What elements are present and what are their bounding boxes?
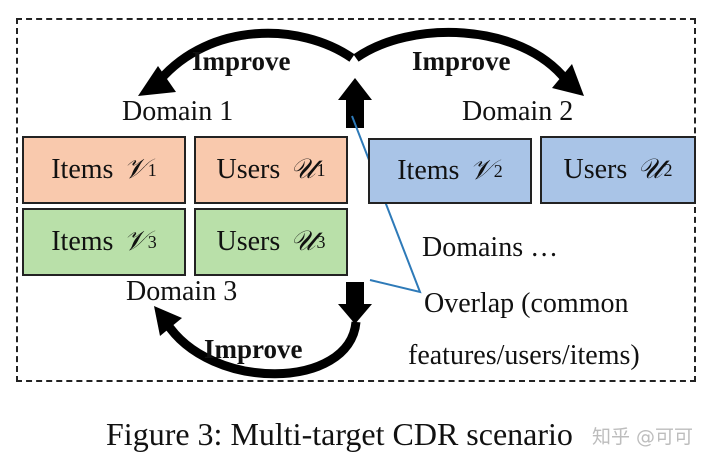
up-block-arrow [338,78,372,128]
overlap-label-line-1: Overlap (common [424,288,629,319]
improve-label-bottom: Improve [204,334,303,364]
items-word: Items [397,155,460,186]
items-word: Items [51,154,114,185]
users-word: Users [563,154,628,185]
overlap-label-line-2: features/users/items) [408,340,640,371]
items-set-symbol: 𝒱 [469,155,493,186]
items-set-symbol: 𝒱 [123,154,147,185]
users-set-symbol: 𝒰 [637,154,663,185]
users-set-symbol: 𝒰 [290,226,316,257]
figure-caption: Figure 3: Multi-target CDR scenario [106,416,573,452]
arrowhead-top-right [552,64,584,96]
improve-label-top-left: Improve [192,46,291,76]
watermark: 知乎 @可可 [592,426,694,448]
improve-arrow-top-right [353,27,570,83]
items-superscript: 1 [147,159,157,180]
more-domains-label: Domains … [422,232,559,263]
arrowhead-top-left [138,66,176,96]
arrowhead-bottom [154,306,182,336]
domain-1-label: Domain 1 [122,96,234,127]
items-superscript: 3 [147,231,157,252]
improve-label-top-right: Improve [412,46,511,76]
users-superscript: 3 [316,231,326,252]
items-superscript: 2 [493,160,503,181]
improve-arrow-bottom [162,319,361,379]
users-superscript: 1 [316,159,326,180]
down-block-arrow [338,282,372,324]
users-word: Users [216,226,281,257]
domain-3-label: Domain 3 [126,276,238,307]
items-set-symbol: 𝒱 [123,226,147,257]
improve-arrow-top-left [156,28,355,83]
items-word: Items [51,226,114,257]
users-set-symbol: 𝒰 [290,154,316,185]
users-superscript: 2 [663,159,673,180]
domain-2-label: Domain 2 [462,96,574,127]
users-word: Users [216,154,281,185]
